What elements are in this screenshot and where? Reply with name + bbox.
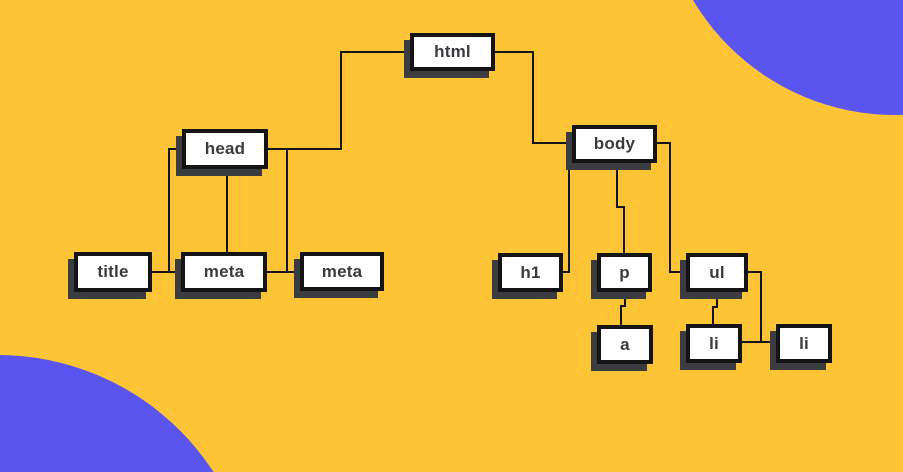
connector-ul-li bbox=[712, 306, 714, 325]
node-body-label: body bbox=[593, 134, 636, 153]
node-head: head bbox=[182, 129, 268, 169]
connector-p-a bbox=[620, 305, 626, 307]
node-li-2: li bbox=[776, 324, 832, 363]
node-h1-label: h1 bbox=[520, 262, 541, 282]
connector-html-body bbox=[532, 142, 572, 144]
node-a: a bbox=[597, 325, 653, 364]
connector-html-body bbox=[495, 51, 534, 53]
connector-html-head bbox=[340, 51, 342, 150]
node-meta-1: meta bbox=[181, 252, 267, 292]
node-html: html bbox=[410, 33, 495, 71]
connector-ul-li bbox=[716, 291, 718, 308]
connector-body-ul bbox=[669, 142, 671, 273]
connector-head-meta2 bbox=[286, 148, 288, 273]
node-ul-label: ul bbox=[709, 262, 725, 282]
node-li-2-label: li bbox=[799, 333, 809, 353]
connector-ul-li bbox=[712, 306, 718, 308]
node-p: p bbox=[597, 253, 652, 292]
connector-body-ul bbox=[669, 271, 687, 273]
connector-title-meta bbox=[152, 271, 182, 273]
connector-head-meta bbox=[226, 168, 228, 253]
node-html-label: html bbox=[434, 42, 471, 61]
connector-body-p bbox=[616, 206, 625, 208]
node-meta-2-label: meta bbox=[321, 261, 363, 281]
connector-meta-meta bbox=[267, 271, 300, 273]
node-title: title bbox=[74, 252, 152, 292]
node-h1: h1 bbox=[498, 253, 563, 292]
connector-head-title bbox=[168, 148, 170, 273]
node-li-1-label: li bbox=[709, 333, 719, 353]
node-a-label: a bbox=[620, 334, 630, 354]
node-meta-1-label: meta bbox=[203, 262, 245, 281]
node-p-label: p bbox=[619, 262, 630, 282]
connector-li-li bbox=[742, 341, 777, 343]
node-meta-2: meta bbox=[300, 252, 384, 291]
decor-circle-bottom-left-icon bbox=[0, 355, 255, 472]
connector-html-head bbox=[268, 148, 342, 150]
connector-body-p bbox=[616, 162, 618, 208]
connector-body-h1 bbox=[561, 271, 570, 273]
connector-head-title bbox=[168, 148, 184, 150]
node-ul: ul bbox=[686, 253, 748, 292]
connector-p-a bbox=[620, 305, 622, 325]
connector-p-a bbox=[624, 291, 626, 307]
connector-html-body bbox=[532, 51, 534, 143]
connector-ul-li2 bbox=[760, 271, 762, 343]
node-li-1: li bbox=[686, 324, 742, 363]
connector-body-h1 bbox=[568, 142, 570, 273]
connector-ul-li2 bbox=[747, 271, 762, 273]
connector-html-head bbox=[341, 51, 410, 53]
connector-body-ul bbox=[656, 142, 671, 144]
connector-body-p bbox=[623, 206, 625, 254]
decor-circle-top-right-icon bbox=[660, 0, 903, 115]
node-title-label: title bbox=[97, 262, 129, 281]
node-body: body bbox=[572, 125, 657, 163]
node-head-label: head bbox=[204, 139, 246, 158]
